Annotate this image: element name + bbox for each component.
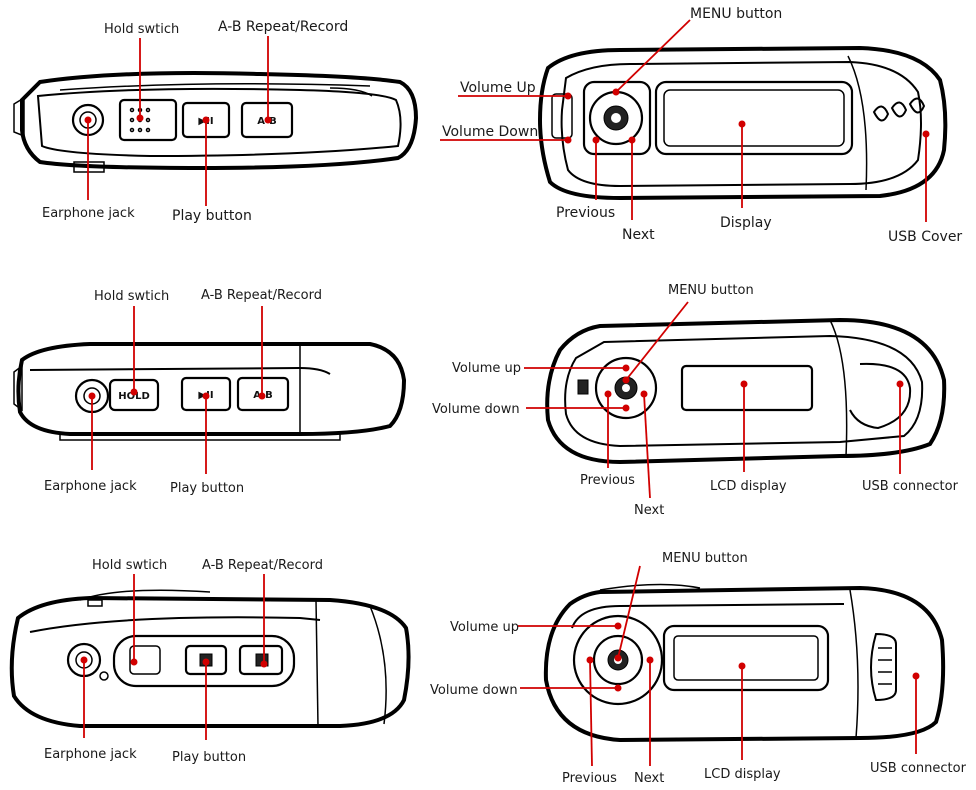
label-previous-r1: Previous <box>556 205 615 221</box>
hold-switch-r3 <box>129 645 161 675</box>
label-lcd-display-r3: LCD display <box>704 767 781 782</box>
row1-front-view <box>537 45 948 201</box>
label-usb-connector-r3: USB connector <box>870 761 967 776</box>
label-hold-switch-r1: Hold swtich <box>104 22 179 37</box>
label-ab-repeat-r2: A-B Repeat/Record <box>201 288 322 303</box>
label-display-r1: Display <box>720 215 772 231</box>
hold-switch-glyph-r2: HOLD <box>118 391 150 402</box>
label-earphone-jack-r3: Earphone jack <box>44 747 137 762</box>
label-play-button-r3: Play button <box>172 750 246 765</box>
label-menu-button-r2: MENU button <box>668 283 754 298</box>
label-earphone-jack-r1: Earphone jack <box>42 206 135 221</box>
label-volume-down-r1: Volume Down <box>442 124 538 140</box>
label-lcd-display-r2: LCD display <box>710 479 787 494</box>
label-volume-up-r2: Volume up <box>452 361 521 376</box>
label-ab-repeat-r3: A-B Repeat/Record <box>202 558 323 573</box>
label-play-button-r1: Play button <box>172 208 252 224</box>
display-r1 <box>654 80 854 156</box>
label-previous-r2: Previous <box>580 473 635 488</box>
row3-front-view <box>543 583 946 743</box>
lcd-display-r3 <box>662 624 830 692</box>
label-play-button-r2: Play button <box>170 481 244 496</box>
row2-front-leaders <box>524 301 904 499</box>
row2-side-view: HOLD ▶II A-B <box>13 342 407 441</box>
label-volume-down-r3: Volume down <box>430 683 518 698</box>
lcd-display-r2 <box>680 364 814 412</box>
label-volume-up-r3: Volume up <box>450 620 519 635</box>
label-hold-switch-r3: Hold swtich <box>92 558 167 573</box>
label-next-r1: Next <box>622 227 655 243</box>
row2-side-leaders <box>88 306 266 474</box>
row1-side-leaders <box>84 36 272 206</box>
label-earphone-jack-r2: Earphone jack <box>44 479 137 494</box>
label-next-r2: Next <box>634 503 664 518</box>
label-previous-r3: Previous <box>562 771 617 786</box>
label-menu-button-r3: MENU button <box>662 551 748 566</box>
row1-side-view: ▶II A-B <box>13 71 419 173</box>
label-next-r3: Next <box>634 771 664 786</box>
row3-side-view <box>9 589 411 728</box>
row3-front-leaders <box>518 565 920 767</box>
label-volume-down-r2: Volume down <box>432 402 520 417</box>
label-usb-cover-r1: USB Cover <box>888 229 962 245</box>
label-hold-switch-r2: Hold swtich <box>94 289 169 304</box>
label-usb-connector-r2: USB connector <box>862 479 959 494</box>
label-menu-button-r1: MENU button <box>690 6 782 22</box>
row3-side-leaders <box>80 574 268 740</box>
row1-front-leaders <box>440 19 930 222</box>
label-volume-up-r1: Volume Up <box>460 80 536 96</box>
label-ab-repeat-r1: A-B Repeat/Record <box>218 19 348 35</box>
hold-switch-r1 <box>118 98 178 142</box>
